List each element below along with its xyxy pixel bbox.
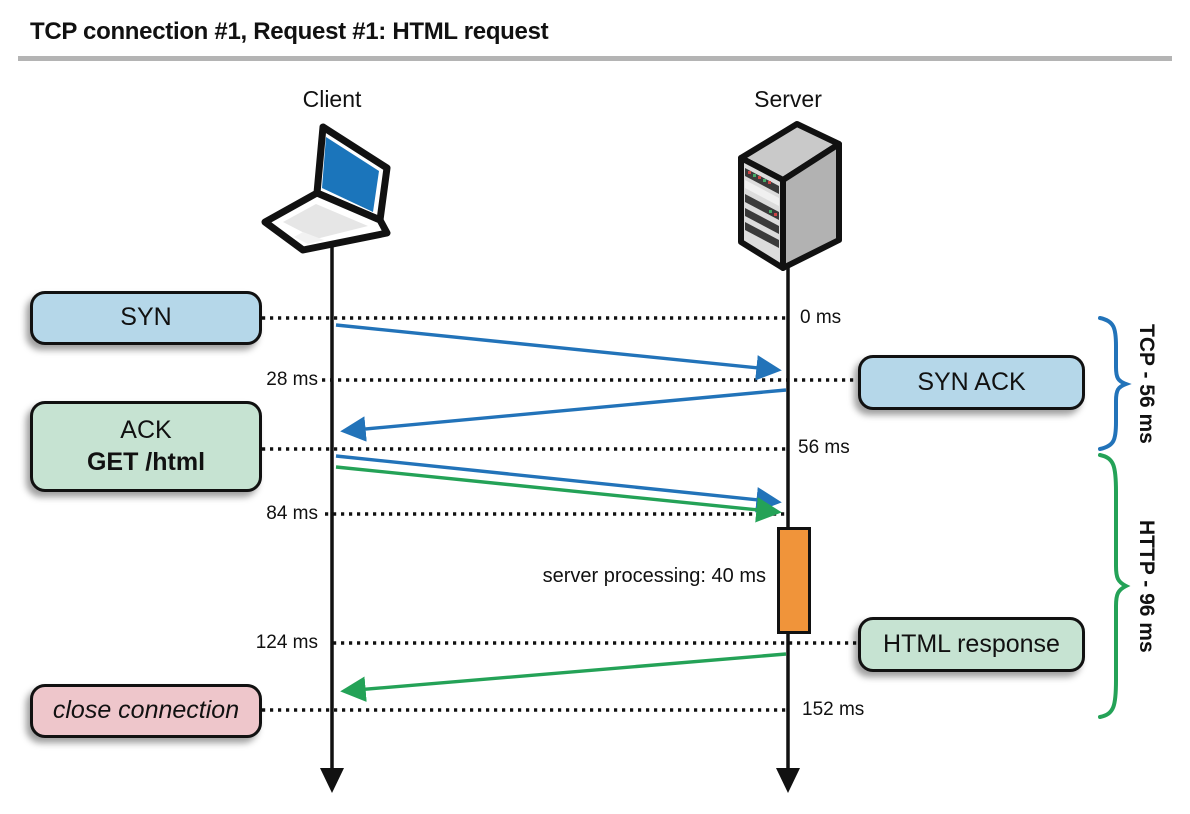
- ack-get-box: ACK GET /html: [30, 401, 262, 492]
- ack-label: ACK: [120, 416, 172, 445]
- diagram-title: TCP connection #1, Request #1: HTML requ…: [30, 18, 549, 45]
- timestamp-84ms: 84 ms: [266, 503, 318, 524]
- syn-box-label: SYN: [120, 303, 172, 332]
- html-response-arrow: [340, 652, 787, 702]
- timestamp-28ms: 28 ms: [266, 369, 318, 390]
- http-brace-icon: [1098, 453, 1131, 719]
- server-actor-label: Server: [754, 86, 822, 112]
- server-processing-label: server processing: 40 ms: [542, 565, 766, 587]
- timestamp-124ms: 124 ms: [255, 632, 318, 653]
- server-tower-icon: [738, 121, 842, 271]
- timestamp-0ms: 0 ms: [800, 307, 842, 328]
- close-connection-label: close connection: [52, 696, 240, 725]
- syn-ack-arrow: [340, 388, 787, 442]
- syn-box: SYN: [30, 291, 262, 345]
- html-response-label: HTML response: [883, 629, 1060, 658]
- tcp-phase-label: TCP - 56 ms: [1135, 323, 1158, 444]
- server-processing-bar: [777, 527, 811, 634]
- ack-arrow: [335, 454, 782, 513]
- timestamp-56ms: 56 ms: [798, 437, 850, 458]
- laptop-icon: [261, 123, 391, 254]
- get-html-arrow: [335, 465, 782, 523]
- title-rule: [18, 56, 1172, 61]
- server-timeline-arrowhead-icon: [776, 768, 800, 793]
- syn-ack-box: SYN ACK: [858, 355, 1085, 410]
- http-phase-label: HTTP - 96 ms: [1135, 519, 1158, 653]
- client-timeline-arrowhead-icon: [320, 768, 344, 793]
- tcp-brace-icon: [1098, 316, 1132, 451]
- html-response-box: HTML response: [858, 617, 1085, 672]
- syn-arrow: [335, 323, 782, 381]
- client-actor-label: Client: [302, 86, 362, 112]
- syn-ack-label: SYN ACK: [917, 367, 1026, 396]
- get-html-label: GET /html: [86, 447, 206, 476]
- timestamp-152ms: 152 ms: [802, 699, 865, 720]
- close-connection-box: close connection: [30, 684, 262, 738]
